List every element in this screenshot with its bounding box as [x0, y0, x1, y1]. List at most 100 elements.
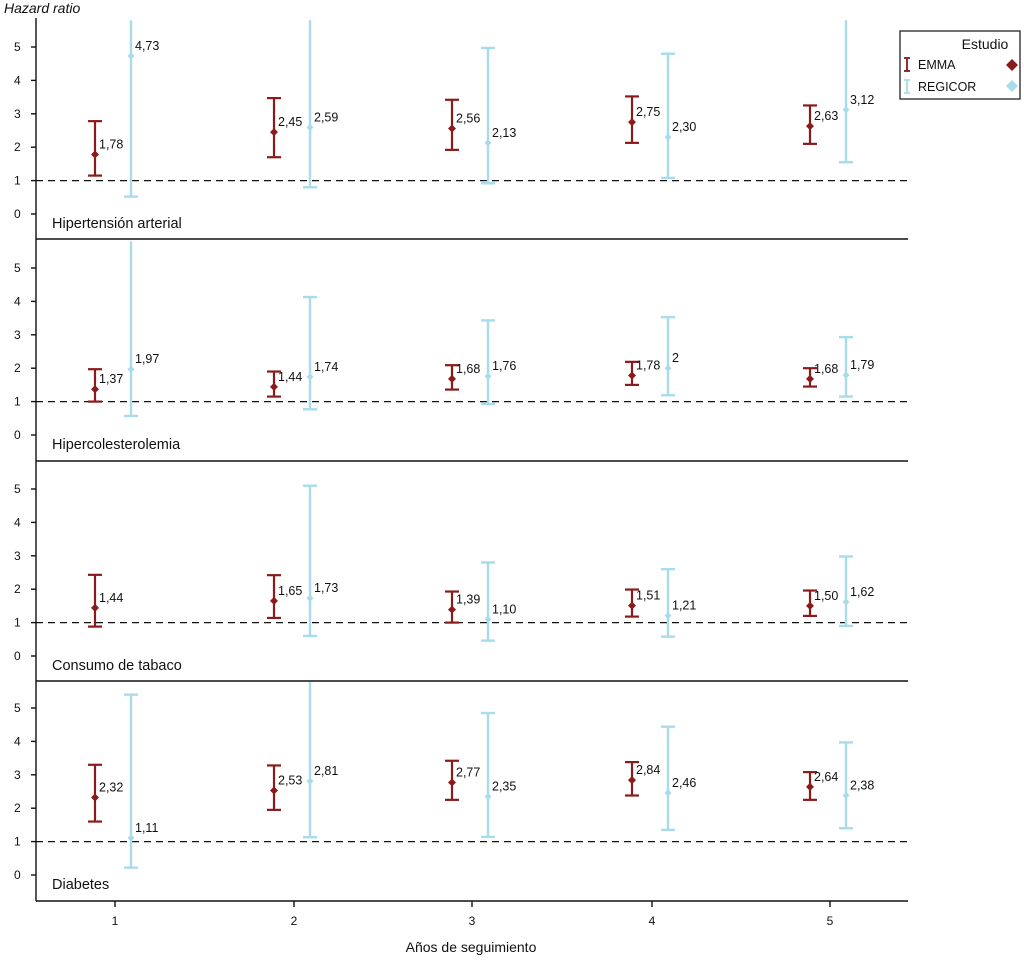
- point-estimate-emma: [270, 128, 278, 137]
- point-estimate-emma: [270, 382, 278, 391]
- data-label: 2,64: [814, 770, 838, 784]
- y-tick-label: 1: [14, 395, 21, 409]
- point-estimate-regicor: [484, 139, 492, 147]
- point-estimate-regicor: [842, 106, 850, 114]
- errorbar-regicor: 2,13: [481, 46, 516, 185]
- errorbar-emma: 2,77: [445, 759, 480, 801]
- point-estimate-emma: [91, 603, 99, 612]
- y-tick-label: 2: [14, 801, 21, 815]
- legend: Estudio EMMA REGICOR: [899, 30, 1021, 100]
- legend-title: Estudio: [962, 36, 1009, 52]
- panel-title: Diabetes: [52, 877, 109, 893]
- data-label: 1,76: [492, 359, 516, 373]
- data-label: 1,79: [850, 358, 874, 372]
- y-tick-label: 1: [14, 616, 21, 630]
- errorbar-regicor: 1,62: [839, 555, 874, 628]
- legend-label-emma: EMMA: [918, 58, 956, 72]
- errorbar-regicor: 1,74: [303, 295, 338, 411]
- errorbar-emma: 1,39: [445, 590, 480, 624]
- errorbar-regicor: 1,21: [661, 567, 696, 638]
- data-label: 2,84: [636, 763, 660, 777]
- x-tick-label: 2: [291, 914, 298, 928]
- point-estimate-regicor: [664, 364, 672, 372]
- point-estimate-emma: [270, 786, 278, 795]
- point-estimate-emma: [448, 124, 456, 133]
- errorbar-emma: 1,50: [803, 589, 838, 618]
- point-estimate-regicor: [484, 793, 492, 801]
- errorbar-regicor: 2,30: [661, 52, 696, 180]
- data-label: 2,63: [814, 109, 838, 123]
- legend-entry-regicor: REGICOR: [904, 79, 1018, 94]
- x-axis-title: Años de seguimiento: [406, 939, 537, 955]
- point-estimate-emma: [448, 374, 456, 383]
- y-tick-label: 5: [14, 261, 21, 275]
- y-tick-label: 1: [14, 174, 21, 188]
- errorbar-emma: 1,65: [267, 574, 302, 620]
- data-label: 1,37: [99, 372, 123, 386]
- data-label: 2,77: [456, 765, 480, 779]
- errorbar-emma: 2,45: [267, 97, 302, 159]
- y-tick-label: 4: [14, 73, 21, 87]
- panel-title: Hipertensión arterial: [52, 216, 182, 232]
- point-estimate-emma: [628, 371, 636, 380]
- data-label: 2,38: [850, 779, 874, 793]
- errorbar-regicor: 3,12: [839, 20, 874, 164]
- errorbar-regicor: 1,11: [124, 693, 158, 869]
- y-tick-label: 4: [14, 294, 21, 308]
- point-estimate-regicor: [306, 777, 314, 785]
- y-tick-label: 5: [14, 701, 21, 715]
- data-label: 2,45: [278, 115, 302, 129]
- errorbar-regicor: 2: [661, 315, 679, 397]
- point-estimate-emma: [91, 150, 99, 159]
- errorbar-emma: 1,68: [445, 362, 480, 391]
- y-tick-label: 5: [14, 40, 21, 54]
- data-label: 2,81: [314, 764, 338, 778]
- data-label: 2,46: [672, 776, 696, 790]
- data-label: 2: [672, 351, 679, 365]
- data-label: 2,75: [636, 105, 660, 119]
- errorbar-regicor: 1,76: [481, 319, 516, 406]
- data-label: 1,51: [636, 589, 660, 603]
- x-tick-label: 5: [827, 914, 834, 928]
- y-tick-label: 3: [14, 768, 21, 782]
- x-tick-label: 1: [112, 914, 119, 928]
- legend-entry-emma: EMMA: [904, 57, 1018, 72]
- errorbar-regicor: 1,97: [124, 241, 159, 418]
- errorbar-emma: 2,84: [625, 761, 660, 797]
- y-tick-label: 0: [14, 428, 21, 442]
- y-tick-label: 3: [14, 549, 21, 563]
- errorbar-emma: 1,51: [625, 588, 660, 618]
- data-label: 3,12: [850, 93, 874, 107]
- point-estimate-regicor: [842, 792, 850, 800]
- point-estimate-emma: [91, 385, 99, 394]
- data-label: 1,44: [278, 370, 302, 384]
- y-tick-label: 3: [14, 328, 21, 342]
- errorbar-emma: 1,68: [803, 362, 838, 388]
- data-label: 1,68: [456, 362, 480, 376]
- point-estimate-emma: [448, 605, 456, 614]
- data-label: 1,39: [456, 593, 480, 607]
- data-label: 2,59: [314, 110, 338, 124]
- data-label: 1,44: [99, 591, 123, 605]
- errorbar-emma: 2,53: [267, 764, 302, 811]
- data-label: 1,74: [314, 360, 338, 374]
- point-estimate-emma: [628, 118, 636, 127]
- y-tick-label: 3: [14, 107, 21, 121]
- data-label: 4,73: [135, 39, 159, 53]
- data-label: 1,65: [278, 584, 302, 598]
- point-estimate-emma: [628, 776, 636, 785]
- errorbar-emma: 1,37: [88, 368, 123, 403]
- errorbar-regicor: 2,38: [839, 741, 874, 830]
- legend-label-regicor: REGICOR: [918, 80, 976, 94]
- errorbar-emma: 1,44: [88, 573, 123, 628]
- point-estimate-regicor: [664, 789, 672, 797]
- errorbar-emma: 2,75: [625, 95, 660, 144]
- data-label: 2,56: [456, 111, 480, 125]
- errorbar-regicor: 2,46: [661, 725, 696, 832]
- point-estimate-regicor: [664, 612, 672, 620]
- errorbar-regicor: 1,79: [839, 335, 874, 398]
